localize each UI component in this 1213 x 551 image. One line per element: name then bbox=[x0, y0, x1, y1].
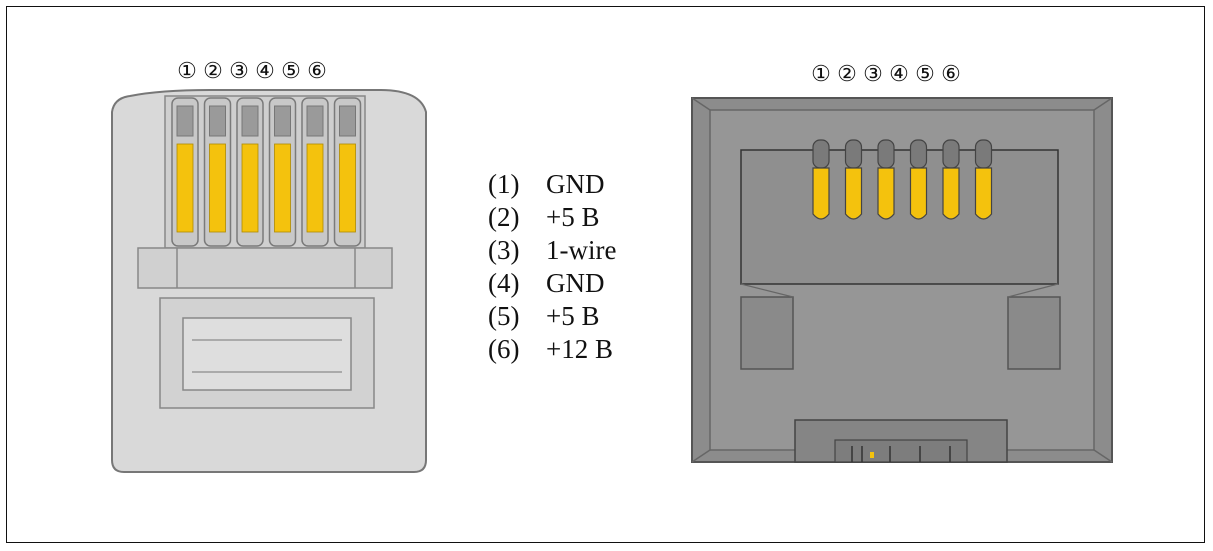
legend-pin-number: (5) bbox=[488, 301, 520, 331]
socket-contact-top bbox=[877, 139, 895, 169]
plug-pin-number: ⑤ bbox=[281, 58, 301, 83]
plug-pin-number: ② bbox=[203, 58, 223, 83]
socket-contact bbox=[942, 167, 960, 220]
pinout-legend: (1)GND (2)+5 B (3)1-wire (4)GND (5)+5 B … bbox=[488, 168, 616, 366]
plug-contact bbox=[209, 143, 226, 233]
plug-contact-top bbox=[241, 105, 259, 137]
socket-opening bbox=[740, 149, 1059, 285]
diagram-frame bbox=[6, 6, 1205, 543]
socket-contact-top bbox=[909, 139, 928, 169]
legend-signal: +12 B bbox=[546, 334, 613, 364]
legend-row: (6) +12 B bbox=[488, 333, 616, 366]
socket-contact bbox=[877, 167, 895, 220]
plug-contact-top bbox=[209, 105, 226, 137]
plug-pin-number: ④ bbox=[255, 58, 275, 83]
legend-pin-number: (3) bbox=[488, 235, 520, 265]
legend-signal: GND bbox=[546, 169, 605, 199]
socket-pin-number: ② bbox=[837, 61, 857, 86]
plug-contact-top bbox=[176, 105, 194, 137]
socket-pin-number: ① bbox=[811, 61, 831, 86]
plug-contact bbox=[306, 143, 324, 233]
legend-pin-number: (6) bbox=[488, 334, 520, 364]
socket-contact-top bbox=[942, 139, 960, 169]
legend-row: (3) 1-wire bbox=[488, 234, 616, 267]
socket-contact bbox=[974, 167, 993, 220]
rj12-socket bbox=[691, 97, 1113, 463]
plug-contact-top bbox=[306, 105, 324, 137]
legend-row: (5) +5 B bbox=[488, 300, 616, 333]
socket-side-block-right bbox=[1007, 296, 1061, 370]
socket-contact-top bbox=[844, 139, 863, 169]
plug-contact bbox=[274, 143, 291, 233]
plug-contact bbox=[176, 143, 194, 233]
legend-row: (2) +5 B bbox=[488, 201, 616, 234]
plug-contact bbox=[241, 143, 259, 233]
socket-pin-number: ⑤ bbox=[915, 61, 935, 86]
legend-signal: +5 B bbox=[546, 301, 600, 331]
legend-signal: GND bbox=[546, 268, 605, 298]
socket-pin-number: ④ bbox=[889, 61, 909, 86]
plug-pin-number: ⑥ bbox=[307, 58, 327, 83]
plug-contact-top bbox=[274, 105, 291, 137]
socket-contact bbox=[812, 167, 830, 220]
socket-contacts bbox=[812, 139, 993, 220]
socket-contact-top bbox=[974, 139, 993, 169]
socket-contact bbox=[844, 167, 863, 220]
socket-side-block-left bbox=[740, 296, 794, 370]
socket-pin-number: ③ bbox=[863, 61, 883, 86]
plug-contact bbox=[339, 143, 356, 233]
plug-contacts bbox=[171, 97, 362, 247]
rj12-plug bbox=[111, 89, 427, 473]
plug-pin-number: ① bbox=[177, 58, 197, 83]
plug-ridge bbox=[137, 247, 393, 289]
socket-pin-number: ⑥ bbox=[941, 61, 961, 86]
plug-contact-top bbox=[339, 105, 356, 137]
legend-row: (4) GND bbox=[488, 267, 616, 300]
legend-pin-number: (1) bbox=[488, 169, 520, 199]
legend-pin-number: (2) bbox=[488, 202, 520, 232]
legend-pin-number: (4) bbox=[488, 268, 520, 298]
socket-contact bbox=[909, 167, 928, 220]
legend-signal: +5 B bbox=[546, 202, 600, 232]
socket-contact-top bbox=[812, 139, 830, 169]
legend-signal: 1-wire bbox=[546, 235, 617, 265]
legend-row: (1) GND bbox=[488, 168, 616, 201]
plug-pin-number: ③ bbox=[229, 58, 249, 83]
